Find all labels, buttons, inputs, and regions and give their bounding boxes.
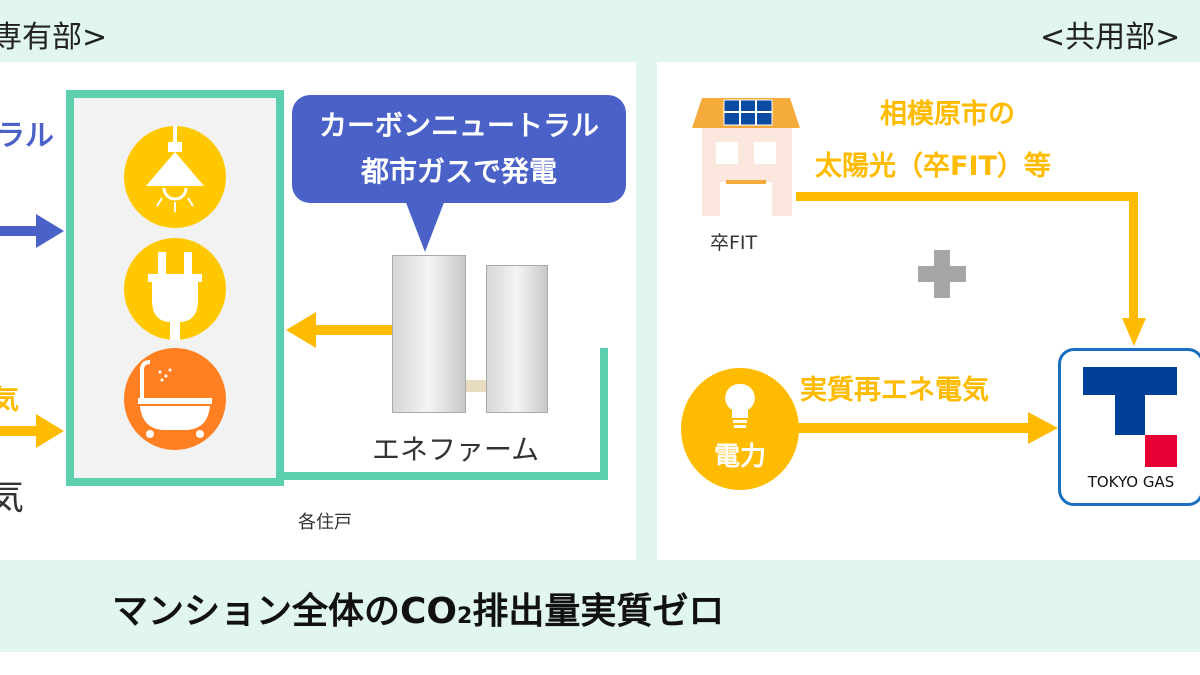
power-arrowhead [1028,412,1058,444]
solar-arrow-h [796,192,1138,201]
solar-line1: 相模原市の [880,99,1015,130]
solar-arrowhead [1122,318,1146,346]
electric-arrow [0,426,40,436]
power-arrow [798,423,1032,433]
lighting-icon [124,126,226,228]
electric-arrowhead [36,414,64,448]
footer-sub: 2 [457,604,473,629]
power-icon: 電力 [681,368,799,490]
gas-arrow [0,226,40,236]
household-line-bottom [284,472,608,480]
solar-arrow-v [1129,192,1138,320]
electricity-text: 気 [0,477,25,518]
household-line-right [600,348,608,480]
enefarm-unit-2 [486,265,548,413]
tokyo-gas-text: TOKYO GAS [1087,473,1175,491]
gas-arrowhead [36,214,64,248]
tokyo-gas-logo: TOKYO GAS [1058,348,1200,506]
power-icon-label: 電力 [713,442,766,472]
footer-post: 排出量実質ゼロ [472,591,725,632]
household-label: 各住戸 [298,512,352,533]
carbon-neutral-label: ラル [0,118,55,152]
bubble-tail [405,200,445,252]
solar-house-icon [692,98,802,224]
plug-icon [124,238,226,340]
power-label: 実質再エネ電気 [800,375,989,406]
common-area-header: <共用部> [1040,20,1181,55]
enefarm-arrowhead [286,312,316,348]
enefarm-pipe [466,380,486,392]
enefarm-arrow [314,325,392,335]
bubble-line1: カーボンニュートラル [318,109,599,142]
solar-line2: 太陽光（卒FIT）等 [815,151,1051,182]
house-label: 卒FIT [710,232,758,254]
enefarm-label: エネファーム [372,433,540,466]
carbon-neutral-bubble: カーボンニュートラル 都市ガスで発電 [292,95,626,203]
plus-icon [918,250,966,302]
bath-icon [124,348,226,450]
private-area-header: 専有部> [0,20,108,55]
electricity-label: 気 [0,385,19,416]
footer-pre: マンション全体のCO [112,591,458,632]
bubble-line2: 都市ガスで発電 [360,155,557,188]
enefarm-unit-1 [392,255,466,413]
footer-title: マンション全体のCO2排出量実質ゼロ [112,582,724,634]
